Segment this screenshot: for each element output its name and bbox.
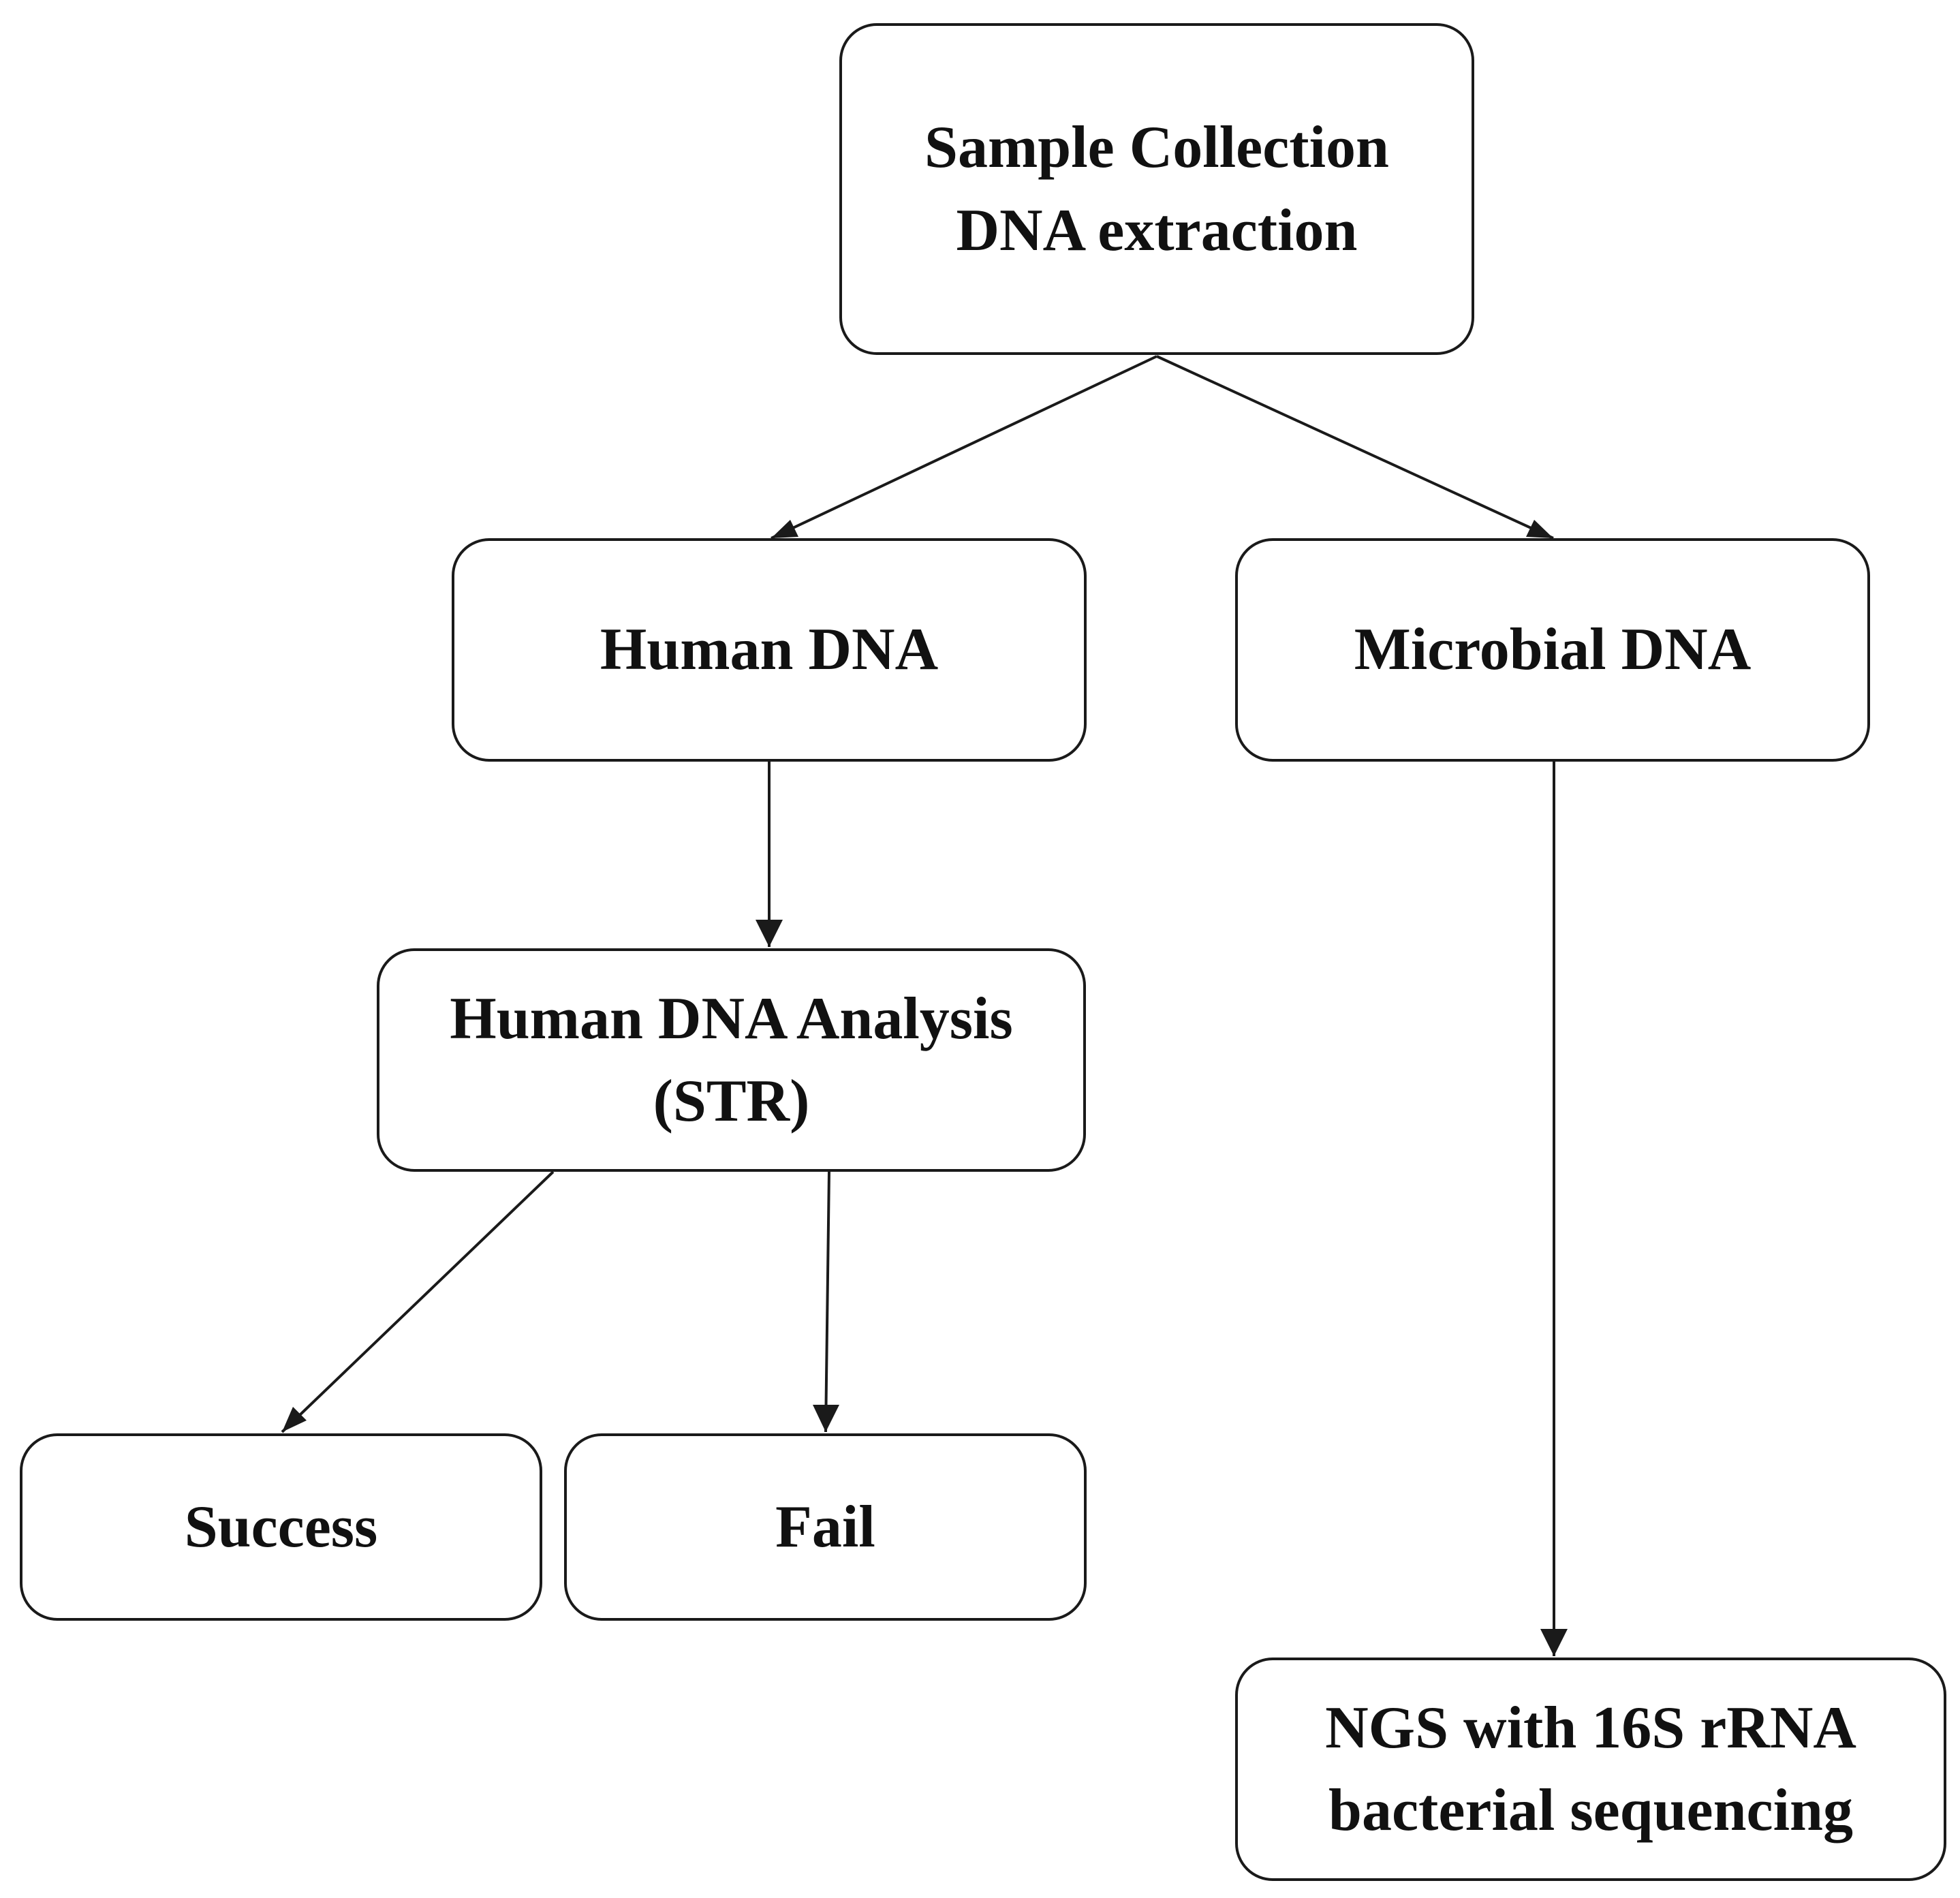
node-fail: Fail (564, 1433, 1087, 1621)
node-label-line: Human DNA Analysis (450, 985, 1013, 1052)
arrow-human-to-analysis (756, 762, 783, 947)
node-human-dna: Human DNA (452, 538, 1087, 762)
arrow-analysis-to-fail (813, 1171, 839, 1433)
node-label-line: Fail (775, 1493, 875, 1560)
node-label-line: Human DNA (600, 617, 939, 683)
node-human-dna-analysis: Human DNA Analysis (STR) (377, 948, 1086, 1172)
node-label-line: Success (184, 1493, 378, 1560)
arrow-analysis-to-success (281, 1170, 555, 1433)
node-label-line: (STR) (653, 1068, 810, 1134)
node-ngs-sequencing: NGS with 16S rRNA bacterial sequencing (1235, 1658, 1946, 1881)
arrow-sample-to-microbial (1156, 355, 1554, 540)
arrow-microbial-to-ngs (1540, 762, 1568, 1656)
node-label-line: Microbial DNA (1354, 617, 1752, 683)
arrow-sample-to-human (771, 355, 1157, 540)
node-microbial-dna: Microbial DNA (1235, 538, 1870, 762)
node-label-line: bacterial sequencing (1328, 1777, 1853, 1843)
node-label-line: DNA extraction (956, 197, 1358, 264)
node-success: Success (20, 1433, 542, 1621)
node-label-line: NGS with 16S rRNA (1325, 1694, 1856, 1761)
node-sample-collection: Sample Collection DNA extraction (839, 23, 1474, 355)
node-label-line: Sample Collection (924, 114, 1389, 181)
